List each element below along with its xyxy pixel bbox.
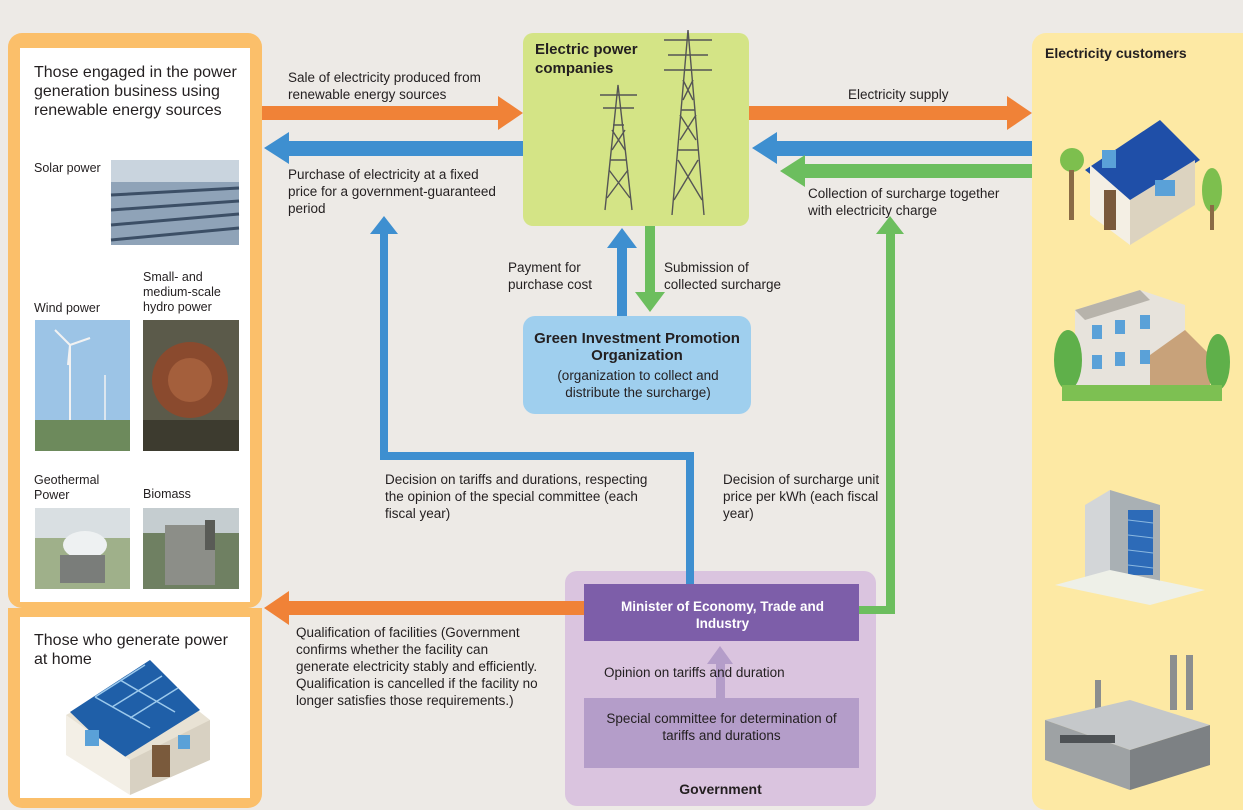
surcharge-decision-label: Decision of surcharge unit price per kWh… [723,472,880,521]
customers-title: Electricity customers [1045,45,1187,61]
customer-house-icon [1060,120,1222,245]
collection-label: Collection of surcharge together with el… [808,186,1000,218]
gipo-desc: (organization to collect and distribute … [557,368,719,400]
surcharge-decision-arrow [859,216,904,614]
factory-icon [1045,655,1210,790]
apartment-icon [1054,290,1230,401]
hydro-power-photo [143,320,239,451]
home-generators-title: Those who generate power at home [34,632,228,668]
opinion-label: Opinion on tariffs and duration [604,665,785,680]
qualification-label: Qualification of facilities (Government … [296,625,538,708]
submission-arrow [635,226,665,312]
qualification-arrow [264,591,584,625]
biomass-photo [143,508,239,589]
payment-label: Payment for purchase cost [508,260,593,292]
gipo-box [523,316,751,414]
solar-farm-photo [110,160,240,245]
power-companies-title: Electric power companies [535,41,638,77]
supply-arrow [749,96,1032,130]
meti-label: Minister of Economy, Trade and Industry [620,599,825,631]
solar-label: Solar power [34,161,101,175]
wind-power-photo [35,320,130,451]
geothermal-photo [35,508,130,589]
biomass-label: Biomass [143,487,191,501]
collection-arrow [780,155,1032,187]
government-label: Government [679,781,762,797]
opinion-arrow [707,646,733,698]
supply-label: Electricity supply [848,87,949,102]
gipo-name: Green Investment Promotion Organization [534,330,740,364]
sale-label: Sale of electricity produced from renewa… [288,70,481,102]
solar-house-icon [66,660,210,795]
payment-arrow [607,228,637,316]
office-building-icon [1055,490,1205,605]
tariff-decision-arrow [370,216,694,584]
submission-label: Submission of collected surcharge [664,260,782,292]
producers-title: Those engaged in the power generation bu… [34,64,237,119]
committee-label: Special committee for determination of t… [606,711,837,743]
geothermal-label: Geothermal Power [34,473,100,502]
purchase-label: Purchase of electricity at a fixed price… [288,167,496,216]
tower-icon [600,29,712,216]
purchase-arrow [264,132,523,164]
hydro-label: Small- and medium-scale hydro power [143,270,221,314]
tariff-decision-label: Decision on tariffs and durations, respe… [385,472,648,521]
customer-payment-arrow [752,132,1032,164]
sale-arrow [262,96,523,130]
power-companies-box [523,33,749,226]
meti-box [584,584,859,641]
wind-label: Wind power [34,301,100,315]
committee-box [584,698,859,768]
